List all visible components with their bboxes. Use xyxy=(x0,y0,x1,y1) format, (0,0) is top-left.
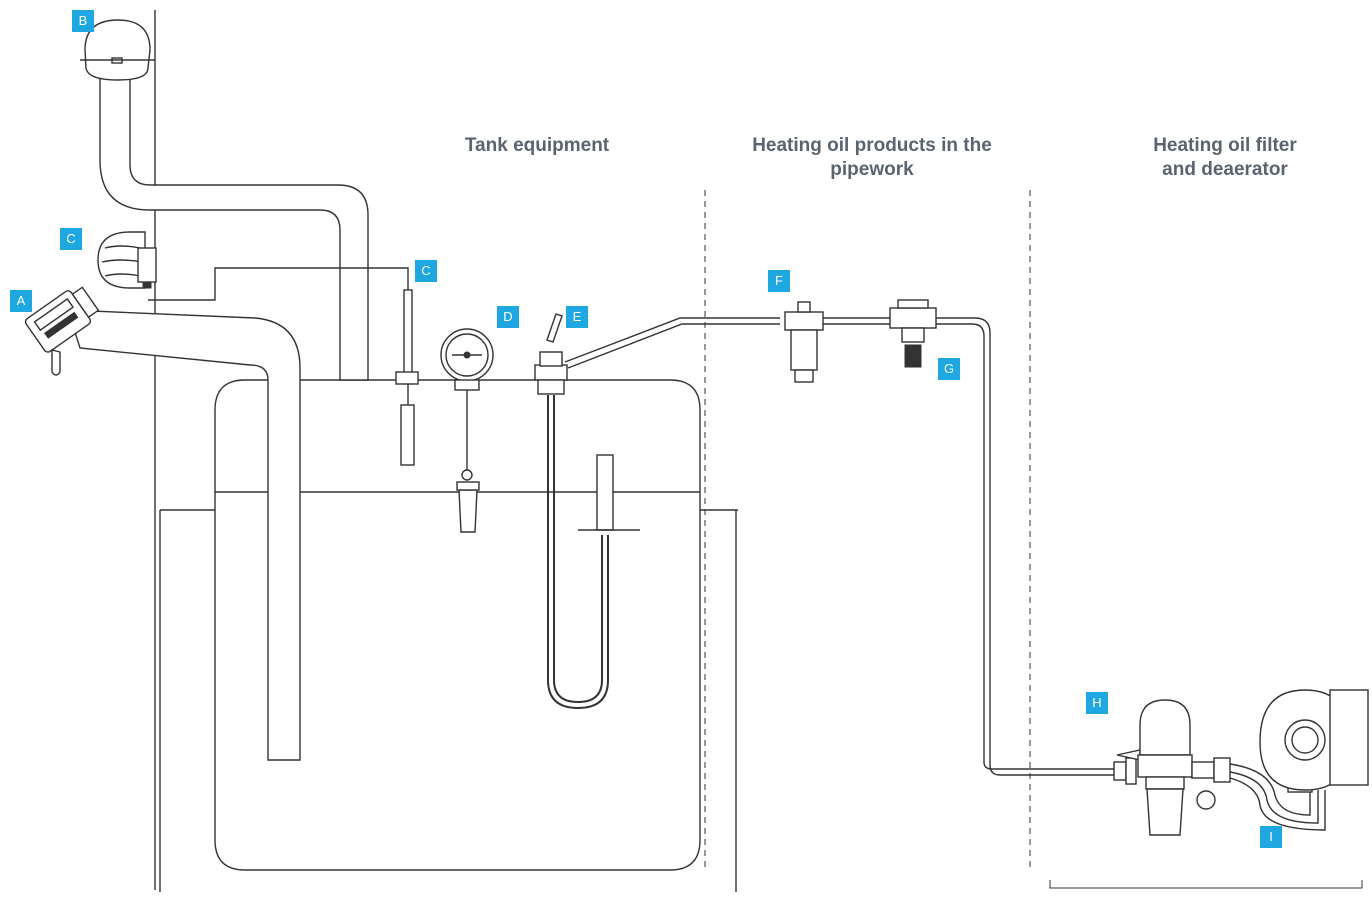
badge-c-vent: C xyxy=(60,228,82,250)
badge-h: H xyxy=(1086,692,1108,714)
pipework-filter xyxy=(784,301,890,383)
section-title-filter: Heating oil filter and deaerator xyxy=(1110,134,1340,182)
filter-label-line2: and deaerator xyxy=(1162,159,1288,180)
burner-hoses xyxy=(1049,689,1369,889)
level-probe xyxy=(395,289,419,466)
tank-contents-gauge xyxy=(440,328,494,533)
anti-siphon-valve xyxy=(889,299,1115,776)
fill-pipe xyxy=(24,286,301,761)
section-title-pipework: Heating oil products in the pipework xyxy=(722,134,1022,182)
pipework-label-line2: pipework xyxy=(830,159,914,180)
badge-b: B xyxy=(72,10,94,32)
badge-a: A xyxy=(10,290,32,312)
tank-equipment-label: Tank equipment xyxy=(464,135,610,156)
overfill-vent-device xyxy=(97,231,409,301)
pipework-label-line1: Heating oil products in the xyxy=(752,135,992,156)
filter-deaerator xyxy=(1113,699,1231,836)
badge-d: D xyxy=(497,306,519,328)
section-title-tank-equipment: Tank equipment xyxy=(432,134,642,158)
filter-label-line1: Heating oil filter xyxy=(1153,135,1297,156)
section-dividers xyxy=(704,190,1031,870)
badge-c-tank: C xyxy=(415,260,437,282)
badge-i: I xyxy=(1260,826,1282,848)
badge-f: F xyxy=(768,270,790,292)
vent-pipe xyxy=(80,19,369,381)
badge-g: G xyxy=(938,358,960,380)
extraction-valve xyxy=(534,313,780,710)
badge-e: E xyxy=(566,306,588,328)
